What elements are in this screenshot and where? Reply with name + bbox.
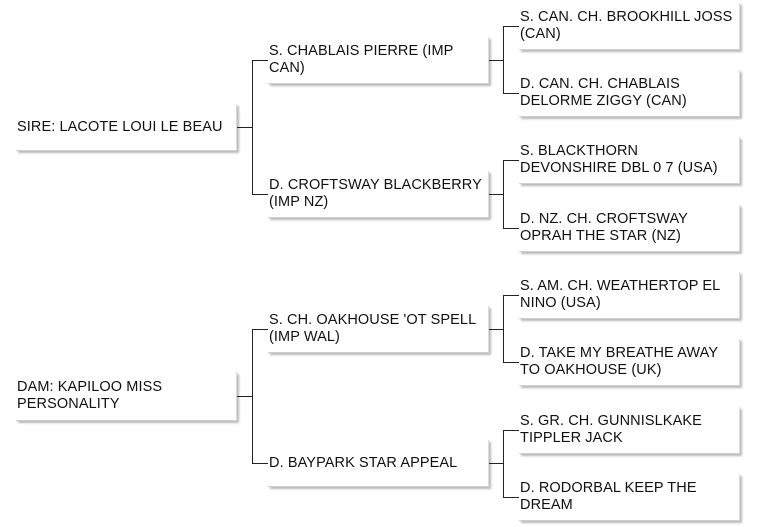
dss-box: S. AM. CH. WEATHERTOP EL NINO (USA): [519, 272, 740, 319]
connector: [503, 26, 504, 94]
dds-name: S. GR. CH. GUNNISLKAKE TIPPLER JACK: [520, 413, 702, 446]
connector: [252, 329, 253, 464]
dds-box: S. GR. CH. GUNNISLKAKE TIPPLER JACK: [519, 407, 740, 454]
connector: [237, 396, 253, 397]
dam-dam-box: D. BAYPARK STAR APPEAL: [268, 440, 489, 487]
connector: [252, 329, 268, 330]
connector: [503, 26, 519, 27]
connector: [489, 329, 504, 330]
sire-dam-box: D. CROFTSWAY BLACKBERRY (IMP NZ): [268, 171, 489, 218]
dss-name: S. AM. CH. WEATHERTOP EL NINO (USA): [520, 278, 720, 311]
sdd-name: D. NZ. CH. CROFTSWAY OPRAH THE STAR (NZ): [520, 211, 688, 244]
dsd-box: D. TAKE MY BREATHE AWAY TO OAKHOUSE (UK): [519, 339, 740, 386]
connector: [252, 194, 268, 195]
connector: [503, 160, 519, 161]
connector: [503, 295, 504, 363]
connector: [252, 60, 253, 195]
ssd-box: D. CAN. CH. CHABLAIS DELORME ZIGGY (CAN): [519, 70, 740, 117]
connector: [489, 60, 504, 61]
sds-name: S. BLACKTHORN DEVONSHIRE DBL 0 7 (USA): [520, 143, 718, 176]
sds-box: S. BLACKTHORN DEVONSHIRE DBL 0 7 (USA): [519, 137, 740, 184]
connector: [503, 295, 519, 296]
connector: [503, 430, 504, 498]
sss-name: S. CAN. CH. BROOKHILL JOSS (CAN): [520, 9, 733, 42]
sire-sire-box: S. CHABLAIS PIERRE (IMP CAN): [268, 37, 489, 84]
connector: [503, 160, 504, 229]
connector: [252, 60, 268, 61]
sire-sire-name: S. CHABLAIS PIERRE (IMP CAN): [269, 43, 454, 76]
connector: [503, 497, 519, 498]
dam-box: DAM: KAPILOO MISS PERSONALITY: [16, 372, 237, 421]
dam-sire-box: S. CH. OAKHOUSE 'OT SPELL (IMP WAL): [268, 306, 489, 353]
dam-name: DAM: KAPILOO MISS PERSONALITY: [17, 379, 163, 412]
ddd-box: D. RODORBAL KEEP THE DREAM: [519, 474, 740, 521]
connector: [489, 463, 504, 464]
connector: [503, 228, 519, 229]
dam-dam-name: D. BAYPARK STAR APPEAL: [269, 454, 458, 471]
connector: [252, 463, 268, 464]
sire-box: SIRE: LACOTE LOUI LE BEAU: [16, 104, 237, 151]
sdd-box: D. NZ. CH. CROFTSWAY OPRAH THE STAR (NZ): [519, 205, 740, 252]
sire-name: SIRE: LACOTE LOUI LE BEAU: [17, 118, 223, 135]
ddd-name: D. RODORBAL KEEP THE DREAM: [520, 480, 697, 513]
sire-dam-name: D. CROFTSWAY BLACKBERRY (IMP NZ): [269, 177, 482, 210]
dam-sire-name: S. CH. OAKHOUSE 'OT SPELL (IMP WAL): [269, 312, 476, 345]
connector: [237, 127, 253, 128]
connector: [503, 93, 519, 94]
dsd-name: D. TAKE MY BREATHE AWAY TO OAKHOUSE (UK): [520, 345, 718, 378]
sss-box: S. CAN. CH. BROOKHILL JOSS (CAN): [519, 3, 740, 50]
connector: [503, 362, 519, 363]
connector: [503, 430, 519, 431]
ssd-name: D. CAN. CH. CHABLAIS DELORME ZIGGY (CAN): [520, 76, 687, 109]
connector: [489, 194, 504, 195]
